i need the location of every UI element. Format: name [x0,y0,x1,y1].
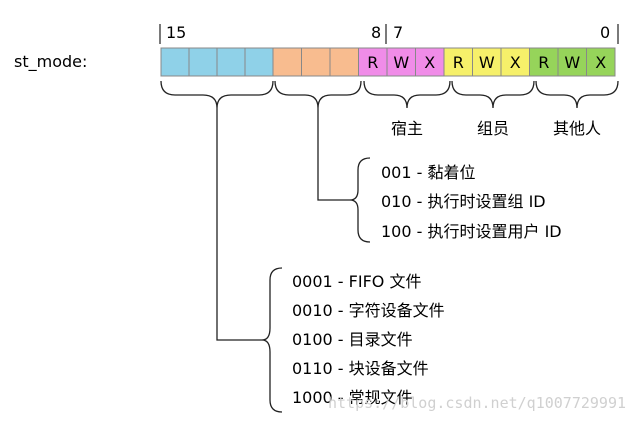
file-type-bit-cell [160,47,190,77]
permission-letter: W [479,53,495,72]
bit-7-label: 7 [393,23,403,42]
group-permission-cell [443,47,473,77]
special-bit-cell [272,47,302,77]
file-type-connector [216,108,262,341]
other-permission-cell [586,47,616,77]
other-brace [535,80,619,109]
group-brace [451,80,535,109]
special-bit-item: 100 - 执行时设置用户 ID [381,222,562,241]
permission-letter: R [453,53,464,72]
permission-letter: R [538,53,549,72]
file-type-item: 0110 - 块设备文件 [292,359,429,378]
other-permission-cell [557,47,587,77]
group-permission-cell [472,47,502,77]
file-type-list-brace [261,267,283,413]
file-type-item: 0001 - FIFO 文件 [292,272,421,291]
permission-letter: W [393,53,409,72]
group-permission-cell [500,47,530,77]
special-bits-list: 001 - 黏着位 010 - 执行时设置组 ID 100 - 执行时设置用户 … [381,163,562,241]
permission-letter: X [424,53,435,72]
file-type-item: 0010 - 字符设备文件 [292,301,445,320]
owner-permission-cell [386,47,416,77]
file-type-bit-cell [244,47,274,77]
owner-label: 宿主 [391,119,423,138]
special-bit-item: 010 - 执行时设置组 ID [381,192,546,211]
file-type-item: 0100 - 目录文件 [292,330,413,349]
file-type-bit-cell [216,47,246,77]
other-label: 其他人 [553,119,601,138]
special-bit-item: 001 - 黏着位 [381,163,476,182]
file-type-item: 1000 - 常规文件 [292,388,413,407]
owner-permission-cell [415,47,445,77]
owner-permission-cell [358,47,388,77]
group-label: 组员 [477,119,509,138]
field-label: st_mode: [14,52,87,72]
special-bits-list-brace [349,157,371,243]
bit-15-label: 15 [166,23,186,42]
special-bit-cell [329,47,359,77]
permission-letter: X [510,53,521,72]
permission-letter: W [564,53,580,72]
watermark: https://blog.csdn.net/q1007729991 [328,394,626,412]
file-types-list: 0001 - FIFO 文件 0010 - 字符设备文件 0100 - 目录文件… [292,272,445,407]
bit-8-label: 8 [371,23,381,42]
bit-0-label: 0 [600,23,610,42]
special-bits-connector [317,108,350,201]
permission-letter: X [595,53,606,72]
file-type-brace [160,80,274,109]
special-bit-cell [301,47,331,77]
special-bits-brace [274,80,362,109]
file-type-bit-cell [188,47,218,77]
permission-letter: R [367,53,378,72]
owner-brace [363,80,451,109]
